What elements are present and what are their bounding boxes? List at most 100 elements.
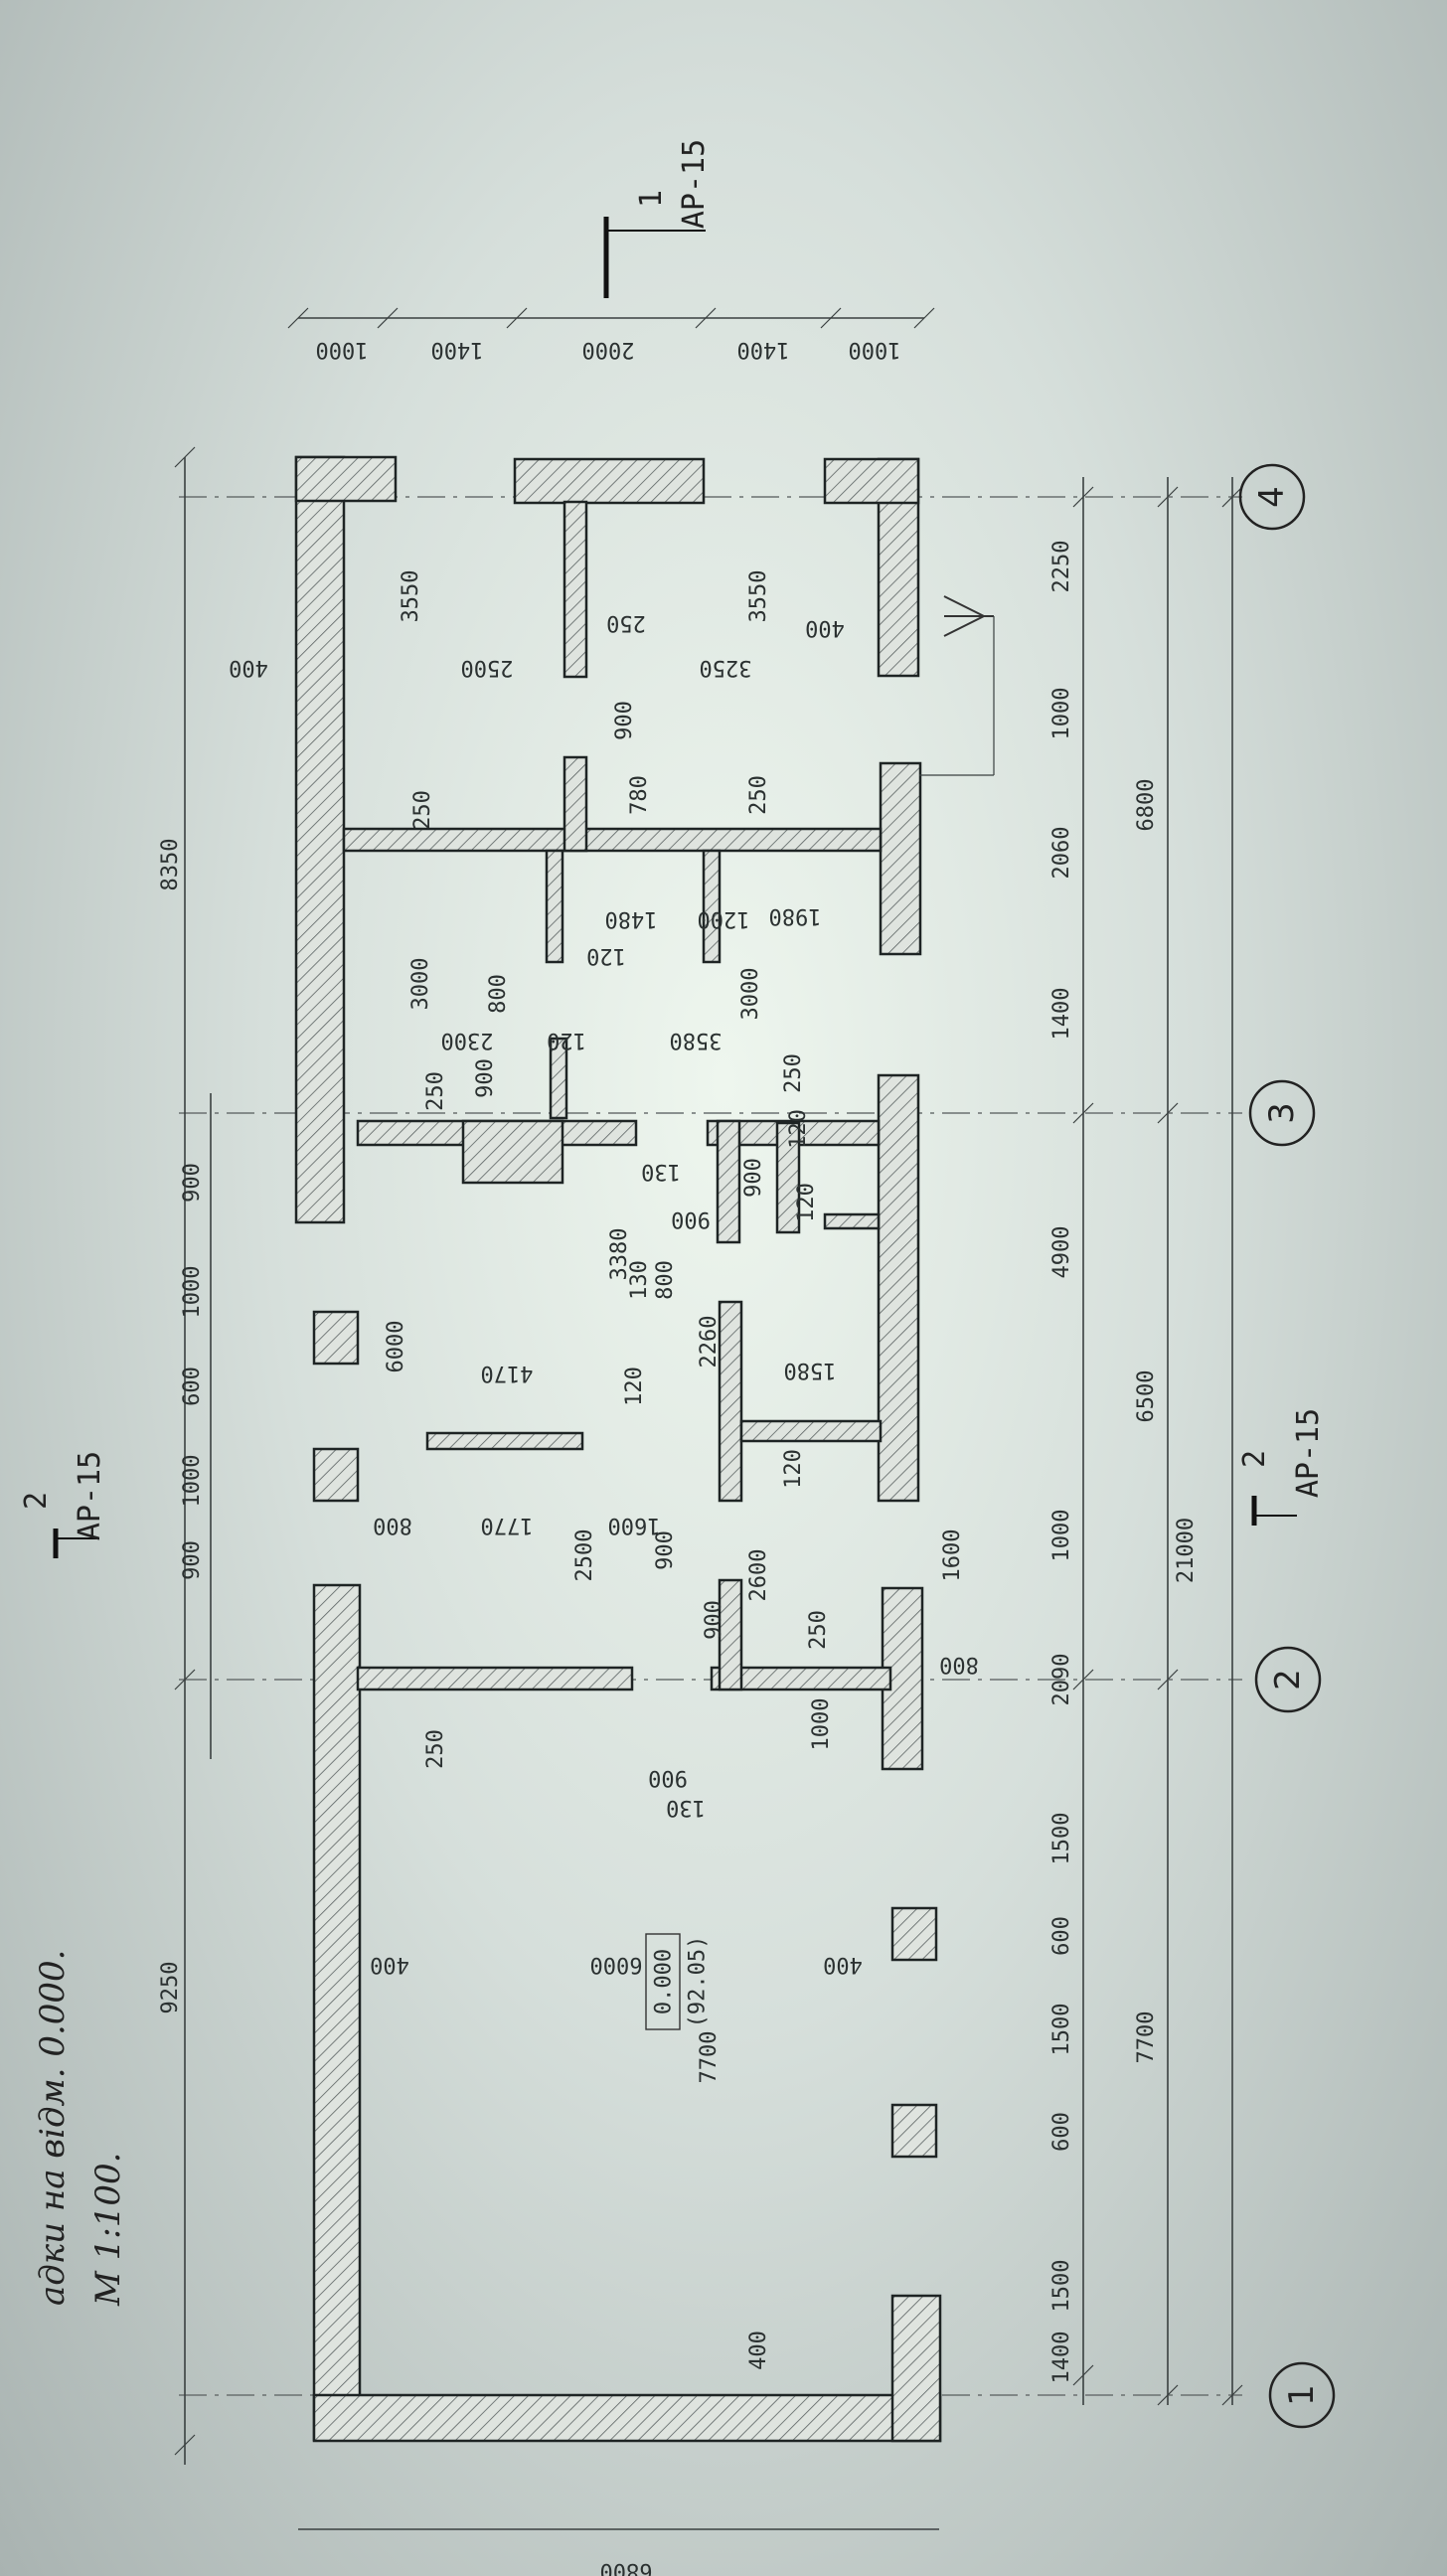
svg-text:600: 600 <box>1049 1916 1074 1956</box>
svg-text:800: 800 <box>939 1652 979 1677</box>
svg-text:900: 900 <box>180 1163 205 1203</box>
wall-end-top-b <box>513 457 706 505</box>
svg-text:(92.05): (92.05) <box>686 1936 711 2028</box>
partition-1770 <box>425 1431 584 1451</box>
svg-text:1500: 1500 <box>1049 2260 1074 2313</box>
svg-text:250: 250 <box>606 610 646 635</box>
svg-text:900: 900 <box>612 701 637 740</box>
svg-text:900: 900 <box>671 1207 711 1231</box>
wall-right-3 <box>877 1073 920 1503</box>
svg-text:2000: 2000 <box>582 337 635 362</box>
dim-7700: 7700 <box>1134 2012 1159 2064</box>
axis-marker-3: 3 <box>1248 1079 1316 1147</box>
svg-text:1600: 1600 <box>940 1530 965 1582</box>
svg-text:АР-15: АР-15 <box>73 1451 107 1540</box>
svg-text:1600: 1600 <box>608 1513 661 1537</box>
svg-text:2600: 2600 <box>746 1549 771 1602</box>
svg-text:400: 400 <box>746 2331 771 2370</box>
svg-text:1: 1 <box>634 190 669 208</box>
svg-text:6000: 6000 <box>384 1321 408 1373</box>
svg-text:2060: 2060 <box>1049 827 1074 880</box>
drawing-title: адки на відм. 0.000. М 1:100. <box>33 1950 128 2307</box>
axis-marker-4: 4 <box>1238 463 1306 531</box>
svg-text:120: 120 <box>786 1109 811 1149</box>
svg-text:130: 130 <box>666 1795 706 1820</box>
svg-text:900: 900 <box>653 1530 678 1570</box>
svg-text:3550: 3550 <box>399 570 423 623</box>
dimension-lines <box>174 307 1243 2530</box>
svg-text:2500: 2500 <box>572 1530 597 1582</box>
wall-end-top-c <box>823 457 920 505</box>
pier-2 <box>312 1447 360 1503</box>
svg-text:3: 3 <box>1262 1102 1302 1124</box>
pier-r2 <box>890 2103 938 2159</box>
svg-text:120: 120 <box>547 1028 586 1052</box>
svg-text:адки на відм. 0.000.: адки на відм. 0.000. <box>33 1950 73 2306</box>
svg-text:1000: 1000 <box>1049 688 1074 740</box>
svg-text:3550: 3550 <box>746 570 771 623</box>
svg-text:4900: 4900 <box>1049 1226 1074 1279</box>
axis-marker-2: 2 <box>1254 1646 1322 1713</box>
svg-text:2: 2 <box>1237 1450 1272 1468</box>
svg-text:800: 800 <box>486 974 511 1014</box>
section-marker-bottom: 2 АР-15 <box>1237 1408 1326 1526</box>
wall-end-bottom <box>312 2393 942 2443</box>
svg-text:2090: 2090 <box>1049 1654 1074 1706</box>
svg-text:800: 800 <box>653 1260 678 1300</box>
svg-text:1200: 1200 <box>698 906 750 931</box>
svg-text:0.000: 0.000 <box>652 1949 677 2014</box>
svg-text:1500: 1500 <box>1049 2004 1074 2056</box>
svg-text:3580: 3580 <box>670 1028 723 1052</box>
svg-text:800: 800 <box>373 1513 412 1537</box>
pier-r1 <box>890 1906 938 1962</box>
svg-text:1980: 1980 <box>769 903 822 928</box>
svg-text:АР-15: АР-15 <box>1291 1408 1326 1498</box>
wall-int-axis2-b <box>710 1666 892 1691</box>
svg-text:1000: 1000 <box>809 1698 834 1751</box>
svg-text:900: 900 <box>473 1058 498 1098</box>
svg-text:250: 250 <box>781 1053 806 1093</box>
dim-6500: 6500 <box>1134 1370 1159 1423</box>
svg-text:1770: 1770 <box>481 1513 534 1537</box>
svg-text:400: 400 <box>370 1952 409 1977</box>
entrance-symbol <box>919 595 995 776</box>
svg-text:1400: 1400 <box>737 337 790 362</box>
svg-text:250: 250 <box>423 1729 448 1769</box>
svg-text:1000: 1000 <box>1049 1510 1074 1562</box>
partition-120-a <box>549 1037 568 1120</box>
svg-text:1400: 1400 <box>1049 2332 1074 2384</box>
svg-text:3000: 3000 <box>738 968 763 1021</box>
svg-text:400: 400 <box>805 615 845 640</box>
wall-right-4 <box>879 761 922 956</box>
wall-int-axis3-stub <box>716 1119 741 1244</box>
wall-int-stub-b <box>563 755 588 853</box>
dim-overall: 21000 <box>1174 1518 1199 1583</box>
svg-text:130: 130 <box>627 1260 652 1300</box>
wall-left-upper <box>294 455 346 1224</box>
dimension-labels: 21000 7700 6500 6800 1400 1500 600 1500 … <box>158 337 1199 2576</box>
svg-text:1480: 1480 <box>605 906 658 931</box>
svg-text:900: 900 <box>702 1600 726 1640</box>
svg-text:1400: 1400 <box>1049 988 1074 1041</box>
axis-marker-1: 1 <box>1268 2361 1336 2429</box>
wall-int-axis3-stub2 <box>775 1121 801 1234</box>
svg-text:250: 250 <box>806 1610 831 1650</box>
exterior-walls <box>294 455 942 2443</box>
svg-text:2260: 2260 <box>697 1316 722 1368</box>
svg-text:120: 120 <box>794 1183 819 1222</box>
svg-text:250: 250 <box>410 790 435 830</box>
svg-text:4: 4 <box>1252 486 1292 508</box>
section-marker-right: 1 АР-15 <box>603 139 712 298</box>
wall-int-top-stub <box>563 500 588 679</box>
svg-text:М 1:100.: М 1:100. <box>88 2153 128 2307</box>
svg-text:400: 400 <box>229 655 268 680</box>
wall-int-axis3-block <box>461 1119 564 1185</box>
svg-text:120: 120 <box>622 1367 647 1406</box>
svg-text:1000: 1000 <box>180 1266 205 1319</box>
svg-text:4170: 4170 <box>481 1361 534 1385</box>
wall-int-axis2 <box>356 1666 634 1691</box>
wall-int-axis35 <box>342 827 883 853</box>
svg-text:2250: 2250 <box>1049 541 1074 593</box>
